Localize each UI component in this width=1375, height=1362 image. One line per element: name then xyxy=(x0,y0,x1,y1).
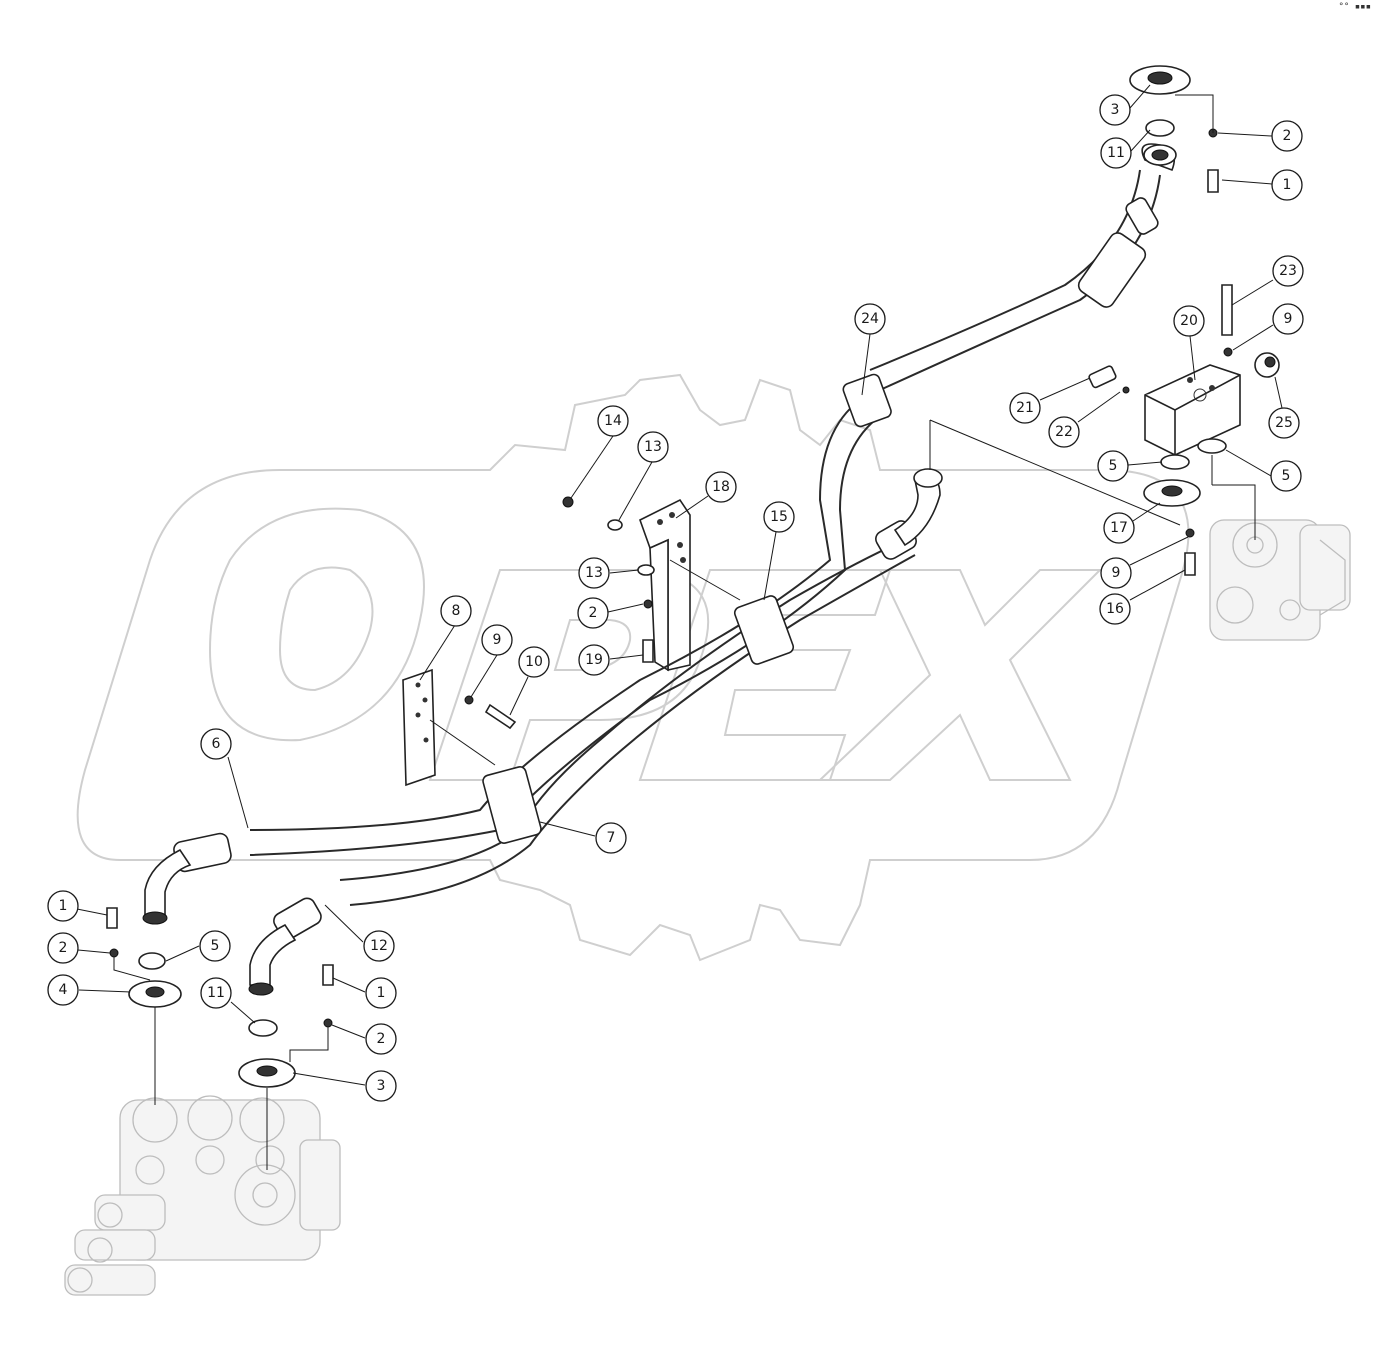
corner-mark: °° ▪▪▪ xyxy=(1338,2,1371,12)
leader-lines xyxy=(76,84,1283,1170)
flanges xyxy=(106,65,1227,1088)
svg-text:4: 4 xyxy=(59,982,68,998)
svg-text:13: 13 xyxy=(585,565,603,581)
callout-15: 15 xyxy=(763,501,795,533)
svg-text:2: 2 xyxy=(1283,128,1292,144)
valve-block-20 xyxy=(1088,284,1280,456)
hose-clamps xyxy=(482,373,892,844)
svg-text:25: 25 xyxy=(1275,415,1293,431)
svg-text:20: 20 xyxy=(1180,313,1198,329)
svg-text:11: 11 xyxy=(207,985,225,1001)
svg-text:2: 2 xyxy=(377,1031,386,1047)
callout-21: 21 xyxy=(1009,392,1041,424)
pump-ghost xyxy=(1209,519,1351,641)
svg-text:3: 3 xyxy=(377,1078,386,1094)
callout-5-middle-left: 5 xyxy=(1097,450,1129,482)
callout-14: 14 xyxy=(597,405,629,437)
callout-20: 20 xyxy=(1173,305,1205,337)
bracket-18 xyxy=(639,498,691,672)
svg-text:15: 15 xyxy=(770,509,788,525)
svg-text:14: 14 xyxy=(604,413,622,429)
svg-text:18: 18 xyxy=(712,479,730,495)
callout-13-b: 13 xyxy=(578,557,610,589)
callout-25: 25 xyxy=(1268,407,1300,439)
callout-1-bottom-left: 1 xyxy=(47,890,79,922)
svg-text:5: 5 xyxy=(211,938,220,954)
svg-text:9: 9 xyxy=(1284,311,1293,327)
svg-text:9: 9 xyxy=(1112,565,1121,581)
svg-text:1: 1 xyxy=(59,898,68,914)
svg-text:2: 2 xyxy=(589,605,598,621)
opex-watermark xyxy=(76,373,1190,962)
hose-24 xyxy=(869,143,1176,391)
svg-text:23: 23 xyxy=(1279,263,1297,279)
callout-1-top: 1 xyxy=(1271,169,1303,201)
svg-text:10: 10 xyxy=(525,654,543,670)
callout-3-top: 3 xyxy=(1099,94,1131,126)
plate-8 xyxy=(402,668,436,787)
callout-2-bottom-middle: 2 xyxy=(365,1023,397,1055)
callout-22: 22 xyxy=(1048,416,1080,448)
callout-10: 10 xyxy=(518,646,550,678)
callout-23: 23 xyxy=(1272,255,1304,287)
svg-text:9: 9 xyxy=(493,632,502,648)
svg-text:5: 5 xyxy=(1109,458,1118,474)
callout-24: 24 xyxy=(854,303,886,335)
svg-text:11: 11 xyxy=(1107,145,1125,161)
callout-4: 4 xyxy=(47,974,79,1006)
callout-1-bottom-middle: 1 xyxy=(365,977,397,1009)
svg-text:1: 1 xyxy=(1283,177,1292,193)
svg-text:16: 16 xyxy=(1106,601,1124,617)
callout-2-middle: 2 xyxy=(577,597,609,629)
callout-19: 19 xyxy=(578,644,610,676)
svg-text:12: 12 xyxy=(370,938,388,954)
hose-long xyxy=(249,399,916,906)
callout-11-top: 11 xyxy=(1100,137,1132,169)
svg-text:1: 1 xyxy=(377,985,386,1001)
callout-18: 18 xyxy=(705,471,737,503)
letter-o xyxy=(208,507,425,742)
callout-7: 7 xyxy=(595,822,627,854)
callout-8: 8 xyxy=(440,595,472,627)
control-valve-ghost xyxy=(64,1095,341,1296)
svg-text:24: 24 xyxy=(861,311,879,327)
callout-9-right: 9 xyxy=(1272,303,1304,335)
callout-11-bottom: 11 xyxy=(200,977,232,1009)
callout-12: 12 xyxy=(363,930,395,962)
callout-2-top: 2 xyxy=(1271,120,1303,152)
hose-fittings xyxy=(142,197,1159,996)
callout-5-bottom-left: 5 xyxy=(199,930,231,962)
callout-9-left: 9 xyxy=(481,624,513,656)
svg-text:22: 22 xyxy=(1055,424,1073,440)
svg-text:21: 21 xyxy=(1016,400,1034,416)
callouts: 3 11 2 1 23 20 9 24 21 22 25 5 5 14 13 1… xyxy=(47,94,1304,1102)
letter-x xyxy=(817,569,1103,781)
callout-9-middle-right: 9 xyxy=(1100,557,1132,589)
callout-17: 17 xyxy=(1103,512,1135,544)
callout-6: 6 xyxy=(200,728,232,760)
svg-text:19: 19 xyxy=(585,652,603,668)
callout-2-bottom-left: 2 xyxy=(47,932,79,964)
svg-text:8: 8 xyxy=(452,603,461,619)
callout-16: 16 xyxy=(1099,593,1131,625)
svg-text:17: 17 xyxy=(1110,520,1128,536)
svg-text:2: 2 xyxy=(59,940,68,956)
svg-text:5: 5 xyxy=(1282,468,1291,484)
svg-text:7: 7 xyxy=(607,830,616,846)
gear-outline xyxy=(76,373,1190,962)
svg-text:6: 6 xyxy=(212,736,221,752)
svg-text:13: 13 xyxy=(644,439,662,455)
callout-3-bottom: 3 xyxy=(365,1070,397,1102)
callout-5-middle-right: 5 xyxy=(1270,460,1302,492)
svg-text:3: 3 xyxy=(1111,102,1120,118)
callout-13-a: 13 xyxy=(637,431,669,463)
